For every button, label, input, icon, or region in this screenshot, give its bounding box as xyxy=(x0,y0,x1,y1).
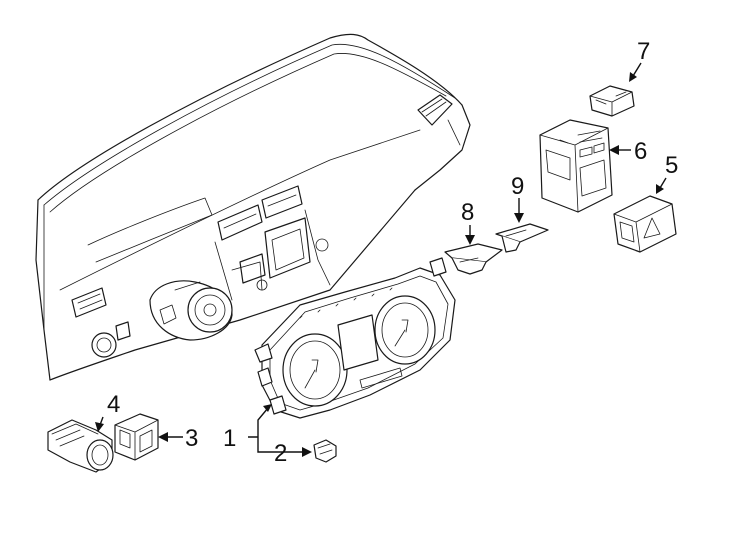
dashboard-illustration xyxy=(35,33,471,381)
switch-panel-illustration xyxy=(539,119,613,213)
callout-1: 1 xyxy=(223,425,236,452)
instrument-cluster-illustration xyxy=(254,257,456,419)
clip-illustration xyxy=(313,439,337,463)
dimmer-switch-illustration xyxy=(114,413,159,461)
callout-6: 6 xyxy=(634,138,647,165)
callout-8: 8 xyxy=(461,199,474,226)
hazard-switch-illustration xyxy=(613,195,677,253)
cover-illustration-8 xyxy=(444,243,503,275)
callout-9: 9 xyxy=(511,173,524,200)
callout-3: 3 xyxy=(185,425,198,452)
cover-illustration-9 xyxy=(495,223,549,253)
callout-2: 2 xyxy=(274,440,287,467)
callout-7: 7 xyxy=(637,38,650,65)
callout-4: 4 xyxy=(107,391,120,418)
callout-5: 5 xyxy=(665,152,678,179)
headlamp-switch-illustration xyxy=(47,419,114,473)
small-switch-illustration xyxy=(589,85,635,117)
leader-lines xyxy=(95,62,667,457)
